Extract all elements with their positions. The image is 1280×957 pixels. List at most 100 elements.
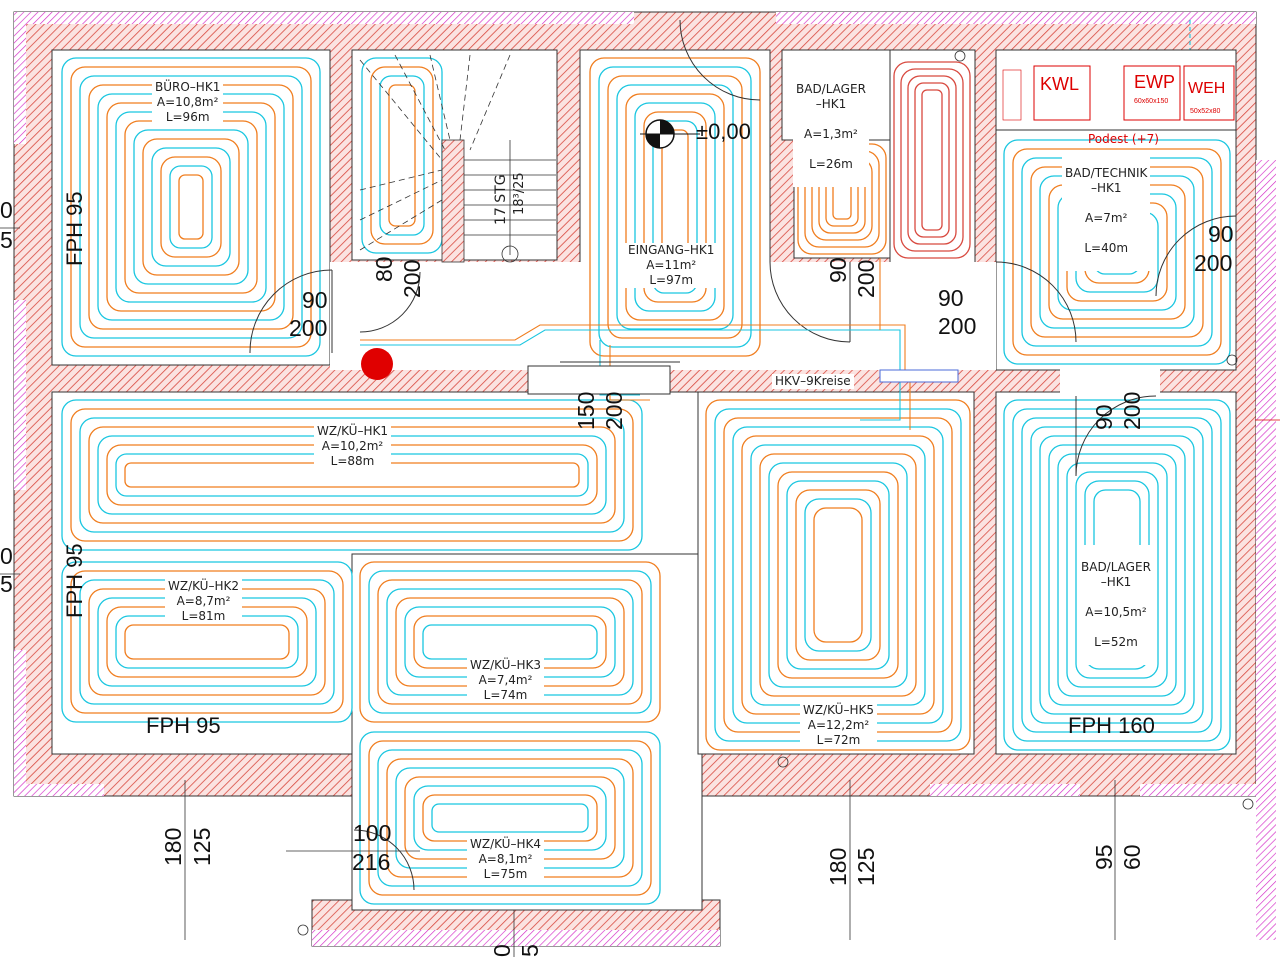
heating-loop <box>598 66 752 348</box>
dim-upper: 80 <box>371 256 397 282</box>
heating-loop <box>768 462 908 688</box>
heating-loop <box>589 57 761 357</box>
red-marker-icon <box>361 348 393 380</box>
heating-loop <box>795 489 881 661</box>
room-length: L=88m <box>330 454 375 468</box>
edge-dim-lower: 5 <box>0 571 13 597</box>
heating-loop <box>705 399 971 751</box>
window-label-south: FPH 95 <box>146 713 221 738</box>
heating-loop <box>759 453 917 697</box>
heating-loop <box>124 624 290 660</box>
edge-dim-lower: 5 <box>517 944 543 957</box>
heating-loop <box>61 561 353 723</box>
dim-lower: 200 <box>601 391 627 430</box>
heating-loop <box>643 111 707 303</box>
dim-lower: 200 <box>938 313 977 339</box>
heating-loop <box>900 68 964 252</box>
room-area: A=11m² <box>646 258 697 272</box>
heating-loop <box>70 570 344 714</box>
dim-lower: 200 <box>289 315 328 341</box>
room-label-bad-lager-small: BAD/LAGER –HK1 A=1,3m² L=26m <box>793 67 869 187</box>
room-label-bad-lager-big: BAD/LAGER –HK1 A=10,5m² L=52m <box>1078 545 1154 665</box>
room-name: WZ/KÜ–HK3 <box>470 658 541 672</box>
heating-loop <box>368 570 652 714</box>
dim-upper: 90 <box>825 257 851 283</box>
ewp-label: EWP <box>1134 72 1176 92</box>
edge-dim-upper: 0 <box>0 543 13 569</box>
heating-loop <box>634 102 716 312</box>
heating-loop <box>377 579 643 705</box>
room-length: L=52m <box>1094 635 1138 649</box>
room-name: WZ/KÜ–HK1 <box>317 424 388 438</box>
dim-lower: 200 <box>1119 391 1145 430</box>
dim-upper: 95 <box>1091 844 1117 870</box>
kwl-label: KWL <box>1040 74 1080 94</box>
heating-loop <box>813 507 863 643</box>
room-label-bad-technik: BAD/TECHNIK –HK1 A=7m² L=40m <box>1062 151 1151 271</box>
window-label-east: FPH 160 <box>1068 713 1155 738</box>
room-label-buero: BÜRO–HK1 A=10,8m² L=96m <box>152 80 224 125</box>
dimension-lines <box>0 50 1280 957</box>
heating-loop <box>61 57 321 357</box>
corridor-opening <box>527 365 671 395</box>
heating-loop <box>70 408 634 542</box>
dim-upper: 90 <box>302 287 328 313</box>
weh-label: WEH <box>1188 80 1226 97</box>
edge-dim-upper: 0 <box>489 944 515 957</box>
stairs-steps: 17 STG <box>493 174 509 225</box>
room-name: BAD/LAGER –HK1 <box>1081 560 1151 589</box>
heating-loop <box>379 75 425 236</box>
heating-loop <box>61 399 643 551</box>
room-name: BAD/LAGER –HK1 <box>796 82 866 111</box>
room-area: A=1,3m² <box>804 127 858 141</box>
room-length: L=81m <box>181 609 226 623</box>
heating-loop <box>1075 471 1159 679</box>
heating-loop <box>914 82 950 238</box>
heating-loop <box>151 147 231 267</box>
heating-loop <box>133 129 249 285</box>
heating-loop <box>1003 399 1231 751</box>
door-swings <box>249 19 1237 891</box>
room-name: EINGANG–HK1 <box>628 243 715 257</box>
heating-loop <box>607 75 743 339</box>
heating-loop <box>169 165 213 249</box>
room-label-eingang: EINGANG–HK1 A=11m² L=97m <box>625 243 718 288</box>
room-name: WZ/KÜ–HK5 <box>803 703 874 717</box>
heating-loop <box>652 120 698 294</box>
supply-lines <box>360 20 1191 430</box>
room-label-wz-hk3: WZ/KÜ–HK3 A=7,4m² L=74m <box>467 658 544 703</box>
room-length: L=26m <box>809 157 853 171</box>
heating-loop <box>1003 139 1231 365</box>
room-area: A=8,7m² <box>176 594 231 608</box>
room-name: BÜRO–HK1 <box>155 80 221 94</box>
ewp-size: 60x60x150 <box>1134 98 1169 105</box>
room-length: L=74m <box>483 688 528 702</box>
window-label-west-lower: FPH 95 <box>62 543 87 618</box>
room-label-wz-hk4: WZ/KÜ–HK4 A=8,1m² L=75m <box>467 837 544 882</box>
room-label-wz-hk5: WZ/KÜ–HK5 A=12,2m² L=72m <box>800 703 877 748</box>
dim-lower: 216 <box>352 849 391 875</box>
room-area: A=7,4m² <box>478 673 533 687</box>
room-label-wz-hk2: WZ/KÜ–HK2 A=8,7m² L=81m <box>165 579 242 624</box>
heating-loop <box>616 84 734 330</box>
heating-loop <box>377 749 643 887</box>
heating-loop <box>804 498 872 652</box>
dim-upper: 180 <box>825 847 851 886</box>
room-area: A=10,8m² <box>156 95 219 109</box>
heating-loop <box>431 803 589 833</box>
weh-size: 50x52x80 <box>1190 108 1221 115</box>
dim-upper: 150 <box>573 391 599 430</box>
heating-loop <box>1048 444 1186 706</box>
stairs <box>359 54 556 263</box>
stairs-ratio: 18³/25 <box>512 172 527 215</box>
heating-loop <box>786 480 890 670</box>
room-area: A=10,2m² <box>321 439 384 453</box>
dim-upper: 90 <box>938 285 964 311</box>
heating-loop <box>178 174 204 240</box>
heating-loop <box>777 471 899 679</box>
heating-loop <box>370 66 434 245</box>
room-area: A=10,5m² <box>1085 605 1147 619</box>
heating-loop <box>907 75 957 245</box>
heating-loop <box>1021 417 1213 733</box>
